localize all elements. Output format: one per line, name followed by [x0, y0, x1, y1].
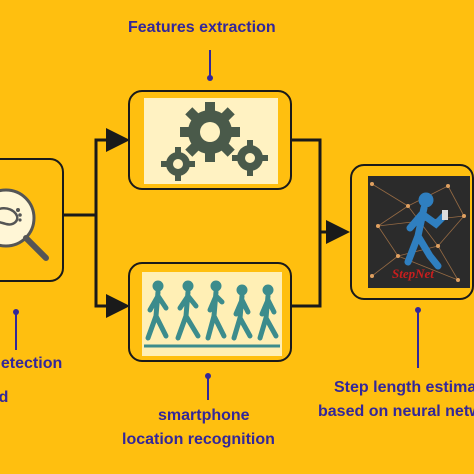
- features-extraction-box: [128, 90, 292, 190]
- label-neural-network: based on neural network: [318, 403, 474, 420]
- connector-from-smartphone: [292, 232, 322, 308]
- neural-net-panel: StepNet: [368, 176, 470, 288]
- connector-to-features: [94, 128, 130, 215]
- stem-step-length-dot: [415, 307, 421, 313]
- label-step-detection: Step detection: [0, 355, 63, 372]
- walkers-panel: [142, 272, 282, 356]
- label-step-detection-line2: and: [0, 389, 9, 406]
- stepnet-label: StepNet: [392, 266, 434, 281]
- connector-to-smartphone: [94, 215, 130, 318]
- walking-silhouettes-icon: [144, 280, 280, 348]
- label-smartphone: smartphone: [158, 407, 250, 424]
- gears-panel: [144, 98, 278, 184]
- connector-from-features: [292, 138, 322, 232]
- label-location-recognition: location recognition: [122, 431, 275, 448]
- label-step-length: Step length estimation: [334, 379, 474, 396]
- label-features-extraction: Features extraction: [128, 19, 276, 36]
- stem-features-dot: [207, 75, 213, 81]
- stem-smartphone-dot: [205, 373, 211, 379]
- foot-magnifier-icon: [0, 188, 49, 261]
- step-detection-box: [0, 158, 64, 282]
- stem-step-detection-dot: [13, 309, 19, 315]
- neural-walker-icon: [370, 182, 466, 282]
- smartphone-location-box: [128, 262, 292, 362]
- gears-icon: [161, 102, 268, 181]
- step-length-box: StepNet: [350, 164, 474, 300]
